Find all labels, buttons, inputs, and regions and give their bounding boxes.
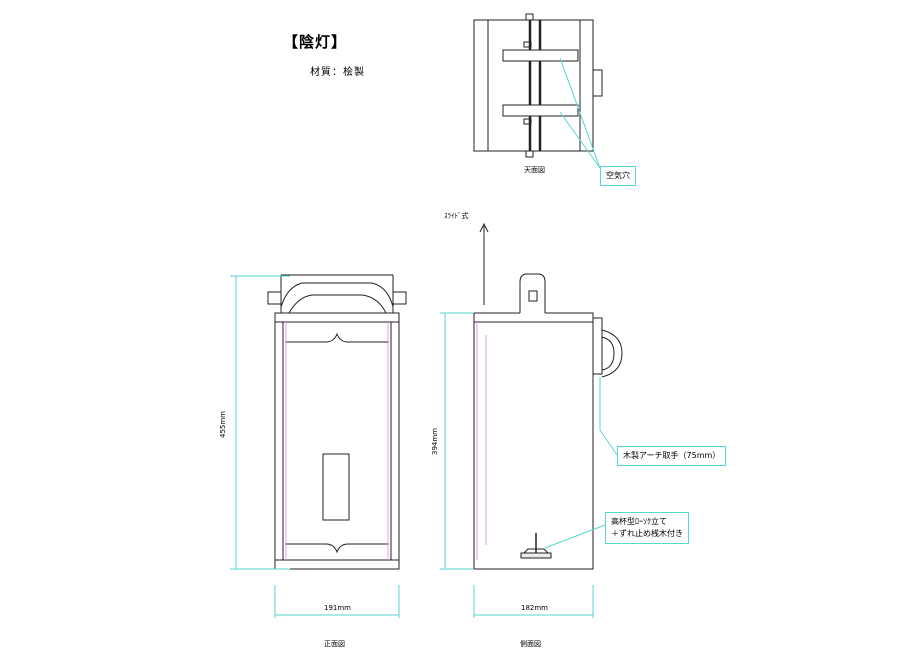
front-width-dimension: 191mm bbox=[324, 604, 351, 612]
candle-stand-line1: 高杯型ﾛｰｿｸ立て bbox=[611, 517, 667, 526]
side-height-dimension: 394mm bbox=[431, 428, 439, 455]
top-view-label: 天面図 bbox=[524, 166, 545, 174]
slide-label: ｽﾗｲﾄﾞ式 bbox=[444, 212, 469, 220]
front-view-label: 正面図 bbox=[324, 640, 345, 648]
drawing-title: 【陰灯】 bbox=[283, 33, 348, 51]
front-height-dimension: 455mm bbox=[219, 411, 227, 438]
front-view bbox=[267, 274, 407, 570]
candle-stand-line2: ＋ずれ止め桟木付き bbox=[611, 529, 683, 538]
side-view bbox=[473, 273, 623, 570]
top-view bbox=[473, 13, 603, 158]
side-inner-panel bbox=[476, 322, 487, 560]
slide-arrow bbox=[479, 222, 489, 305]
front-inner-panel bbox=[285, 322, 389, 560]
side-width-dimension: 182mm bbox=[521, 604, 548, 612]
side-view-label: 側面図 bbox=[520, 640, 541, 648]
material-label: 材質：桧製 bbox=[310, 67, 365, 78]
side-dimensions bbox=[440, 312, 618, 618]
air-holes-callout: 空気穴 bbox=[600, 166, 636, 186]
front-dimensions bbox=[230, 275, 400, 618]
air-holes-leaders bbox=[559, 57, 601, 169]
candle-stand-callout: 高杯型ﾛｰｿｸ立て ＋ずれ止め桟木付き bbox=[605, 512, 689, 544]
handle-callout: 木製アーチ取手（75mm） bbox=[617, 446, 727, 466]
